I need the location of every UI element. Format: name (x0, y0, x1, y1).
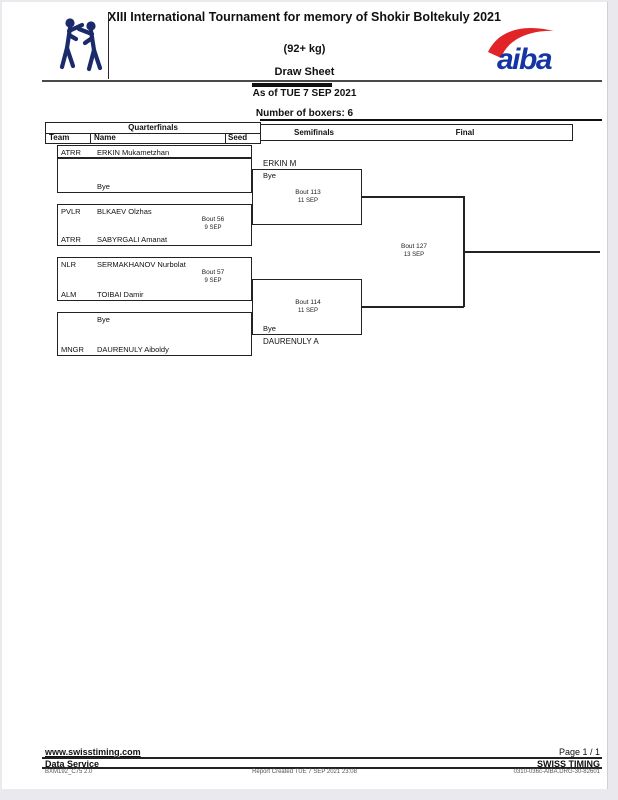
team-code: ALM (61, 289, 77, 299)
aiba-logo: aiba (484, 22, 562, 76)
bout-label: Bout 114 11 SEP (263, 299, 353, 315)
team-code: NLR (61, 259, 77, 269)
semifinal-match-2: Bout 114 11 SEP Bye DAURENULY A (252, 279, 362, 346)
page-title: XIII International Tournament for memory… (108, 10, 501, 24)
quarterfinals-header-table: Quarterfinals Team Name Seed (45, 122, 261, 144)
bout-label: Bout 113 11 SEP (263, 189, 353, 205)
document-code: BXM192_C75 2.0 (45, 769, 93, 775)
boxer-name: DAURENULY Aiboldy (97, 344, 169, 354)
as-of-date: As of TUE 7 SEP 2021 (252, 88, 357, 99)
column-seed: Seed (225, 133, 260, 143)
boxer-name: BLKAEV Olzhas (97, 206, 152, 216)
bout-date: 9 SEP (204, 278, 222, 284)
advancing-boxer: DAURENULY A (263, 337, 319, 346)
boxer-name: SERMAKHANOV Nurbolat (97, 259, 186, 269)
quarterfinal-match-2: PVLR BLKAEV Olzhas Bout 56 9 SEP ATRR SA… (57, 204, 252, 246)
bracket-connector (362, 196, 464, 198)
document-page: XIII International Tournament for memory… (2, 2, 607, 789)
quarterfinal-match-4: Bye MNGR DAURENULY Aiboldy (57, 312, 252, 356)
column-name: Name (90, 133, 225, 143)
bout-label: Bout 56 9 SEP (168, 216, 258, 232)
boxer-name: ERKIN Mukametzhan (97, 147, 170, 157)
bout-number: Bout 56 (201, 216, 225, 223)
footer-divider (42, 757, 602, 759)
weight-category: (92+ kg) (283, 43, 326, 55)
page-number: Page 1 / 1 (558, 747, 600, 757)
final-bout-label: Bout 127 13 SEP (375, 243, 453, 259)
semifinal-match-1: ERKIN M Bye Bout 113 11 SEP (252, 159, 362, 225)
number-of-boxers: Number of boxers: 6 (255, 108, 354, 119)
report-code: 0310-036c-AIBA.DRG-30-82601 (513, 769, 600, 775)
bout-label: Bout 57 9 SEP (168, 269, 258, 285)
boxer-name: SABYRGALI Amanat (97, 234, 168, 244)
sheet-type-label: Draw Sheet (274, 66, 335, 78)
bout-number: Bout 113 (295, 189, 321, 196)
swiss-timing-brand: SWISS TIMING (537, 758, 600, 769)
number-of-boxers-underline (260, 119, 602, 121)
swisstiming-link[interactable]: www.swisstiming.com (45, 747, 141, 757)
bye-label: Bye (97, 314, 110, 324)
bout-date: 11 SEP (298, 308, 318, 314)
bout-date: 9 SEP (204, 225, 222, 231)
bout-number: Bout 114 (295, 299, 321, 306)
column-quarterfinals: Quarterfinals (46, 123, 260, 134)
rounds-header-box: Semifinals Final (260, 124, 573, 141)
data-service-label: Data Service (45, 758, 100, 769)
footer-divider (42, 767, 602, 769)
advancing-boxer: ERKIN M (263, 159, 297, 168)
header-divider (42, 80, 602, 82)
quarterfinal-match-3: NLR SERMAKHANOV Nurbolat Bout 57 9 SEP A… (57, 257, 252, 301)
team-code: ATRR (61, 147, 81, 157)
bye-label: Bye (97, 181, 110, 191)
drawsheet-underline (252, 83, 332, 87)
participant-underline (57, 157, 252, 159)
column-semifinals: Semifinals (293, 128, 334, 137)
report-created: Report Created TUE 7 SEP 2021 23:08 (252, 769, 357, 775)
aiba-wordmark: aiba (497, 43, 552, 76)
bout-number: Bout 57 (201, 269, 225, 276)
boxer-name: TOIBAI Damir (97, 289, 144, 299)
column-final: Final (455, 128, 475, 137)
team-code: ATRR (61, 234, 81, 244)
team-code: MNGR (61, 344, 84, 354)
bracket-connector (362, 306, 464, 308)
bye-label: Bye (263, 171, 276, 180)
bout-number: Bout 127 (400, 243, 428, 250)
bout-date: 13 SEP (403, 252, 425, 258)
team-code: PVLR (61, 206, 81, 216)
final-winner-line (463, 251, 600, 253)
column-team: Team (49, 133, 70, 142)
bye-label: Bye (263, 324, 276, 333)
boxing-pictogram-icon (58, 12, 109, 79)
quarterfinal-match-1: ATRR ERKIN Mukametzhan Bye (57, 145, 252, 193)
bout-date: 11 SEP (298, 198, 318, 204)
